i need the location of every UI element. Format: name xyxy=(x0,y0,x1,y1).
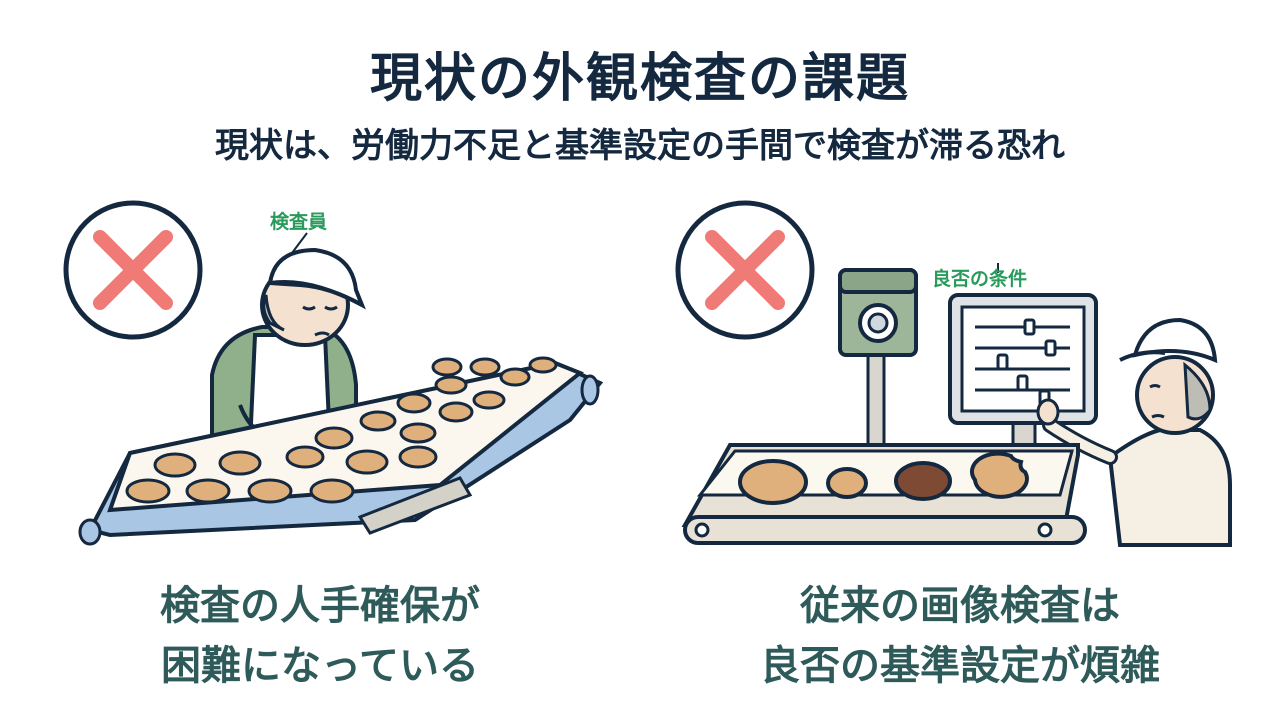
right-caption-line1: 従来の画像検査は xyxy=(800,583,1120,629)
left-caption-line2: 困難になっている xyxy=(161,643,479,689)
cross-icon xyxy=(63,200,203,340)
condition-callout: 良否の条件 xyxy=(932,268,1028,290)
right-caption-line2: 良否の基準設定が煩雑 xyxy=(760,643,1160,689)
worker-icon xyxy=(1036,317,1232,547)
cookies xyxy=(125,356,558,504)
right-panel: 良否の条件 従来の画像検査は 良否の基準設定が煩雑 xyxy=(640,195,1280,720)
image-inspection-illustration xyxy=(675,200,1232,547)
cross-icon xyxy=(675,200,815,340)
page-subtitle: 現状は、労働力不足と基準設定の手間で検査が滞る恐れ xyxy=(215,126,1065,166)
products xyxy=(738,451,1029,505)
manual-inspection-illustration xyxy=(63,200,604,546)
page-title: 現状の外観検査の課題 xyxy=(369,49,910,109)
left-panel: 検査員 検査の人手確保が 困難になっている xyxy=(0,195,640,720)
left-caption-line1: 検査の人手確保が xyxy=(160,583,480,629)
camera-icon xyxy=(838,268,918,457)
inspector-callout: 検査員 xyxy=(270,211,328,233)
condition-monitor-icon xyxy=(948,293,1098,452)
